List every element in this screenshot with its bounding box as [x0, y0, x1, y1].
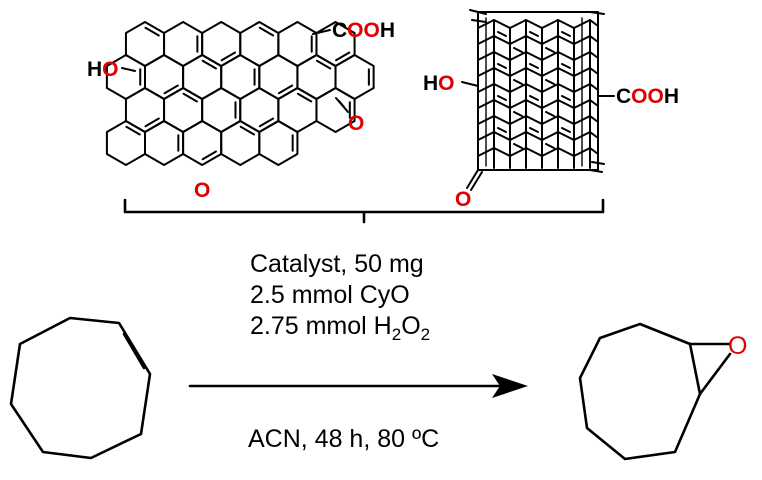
graphene-cooh-label: COOH [332, 19, 395, 42]
graphene-double-bond [144, 117, 160, 128]
graphene-double-bonds [125, 26, 370, 161]
nanotube-lattice [469, 9, 605, 173]
cnt-cooh-label: COOH [616, 85, 679, 108]
graphene-double-bond [239, 125, 256, 136]
graphene-double-bond [125, 125, 141, 136]
carbon-nanotube-structure: HO COOH O [423, 9, 679, 211]
graphene-ring [258, 120, 299, 166]
condition-solvent-time-temp: ACN, 48 h, 80 ºC [248, 425, 439, 453]
graphene-double-bond [144, 26, 160, 37]
graphene-double-bond [335, 51, 351, 62]
graphene-double-bond [220, 51, 237, 62]
cyclooctene-reactant [9, 316, 152, 460]
cooh-bond [312, 29, 331, 35]
reaction-arrow [188, 374, 528, 398]
cnt-carbonyl-o: O [455, 188, 471, 211]
graphene-double-bond [277, 84, 294, 95]
oh-bond [121, 67, 136, 72]
graphene-double-bond [163, 84, 179, 95]
graphene-double-bond [182, 92, 198, 103]
graphene-ring [315, 87, 356, 133]
graphene-double-bond [258, 26, 275, 37]
epoxide-bond-bottom [698, 352, 732, 396]
graphene-double-bond [201, 59, 217, 70]
graphene-double-bond [201, 150, 217, 161]
cnt-carbonyl-bond [466, 169, 479, 189]
condition-catalyst-loading: Catalyst, 50 mg [250, 250, 424, 278]
catalyst-bracket [123, 198, 605, 224]
condition-oxidant: 2.75 mmol H2O2 [250, 312, 430, 344]
cyclooctene-oxide-product: O [578, 322, 747, 461]
graphene-oxide-structure: COOH HO O O [87, 19, 395, 202]
graphene-lattice [105, 21, 375, 166]
arrow-head [492, 374, 528, 398]
cnt-oh-bond [461, 81, 479, 87]
carbonyl-double-bond [338, 100, 345, 108]
graphene-oh-label: HO [87, 58, 119, 81]
cnt-oh-label: HO [423, 72, 455, 95]
graphene-double-bond [296, 92, 313, 103]
graphene-double-bond [258, 117, 275, 128]
graphene-double-bond [315, 59, 332, 70]
graphene-carbonyl-o: O [348, 112, 364, 135]
cnt-carbonyl-double-bond [470, 171, 483, 191]
graphene-ether-o: O [194, 179, 210, 202]
epoxide-o: O [728, 332, 747, 360]
cyclooctene-double-bond [122, 332, 146, 370]
condition-substrate: 2.5 mmol CyO [250, 281, 410, 309]
